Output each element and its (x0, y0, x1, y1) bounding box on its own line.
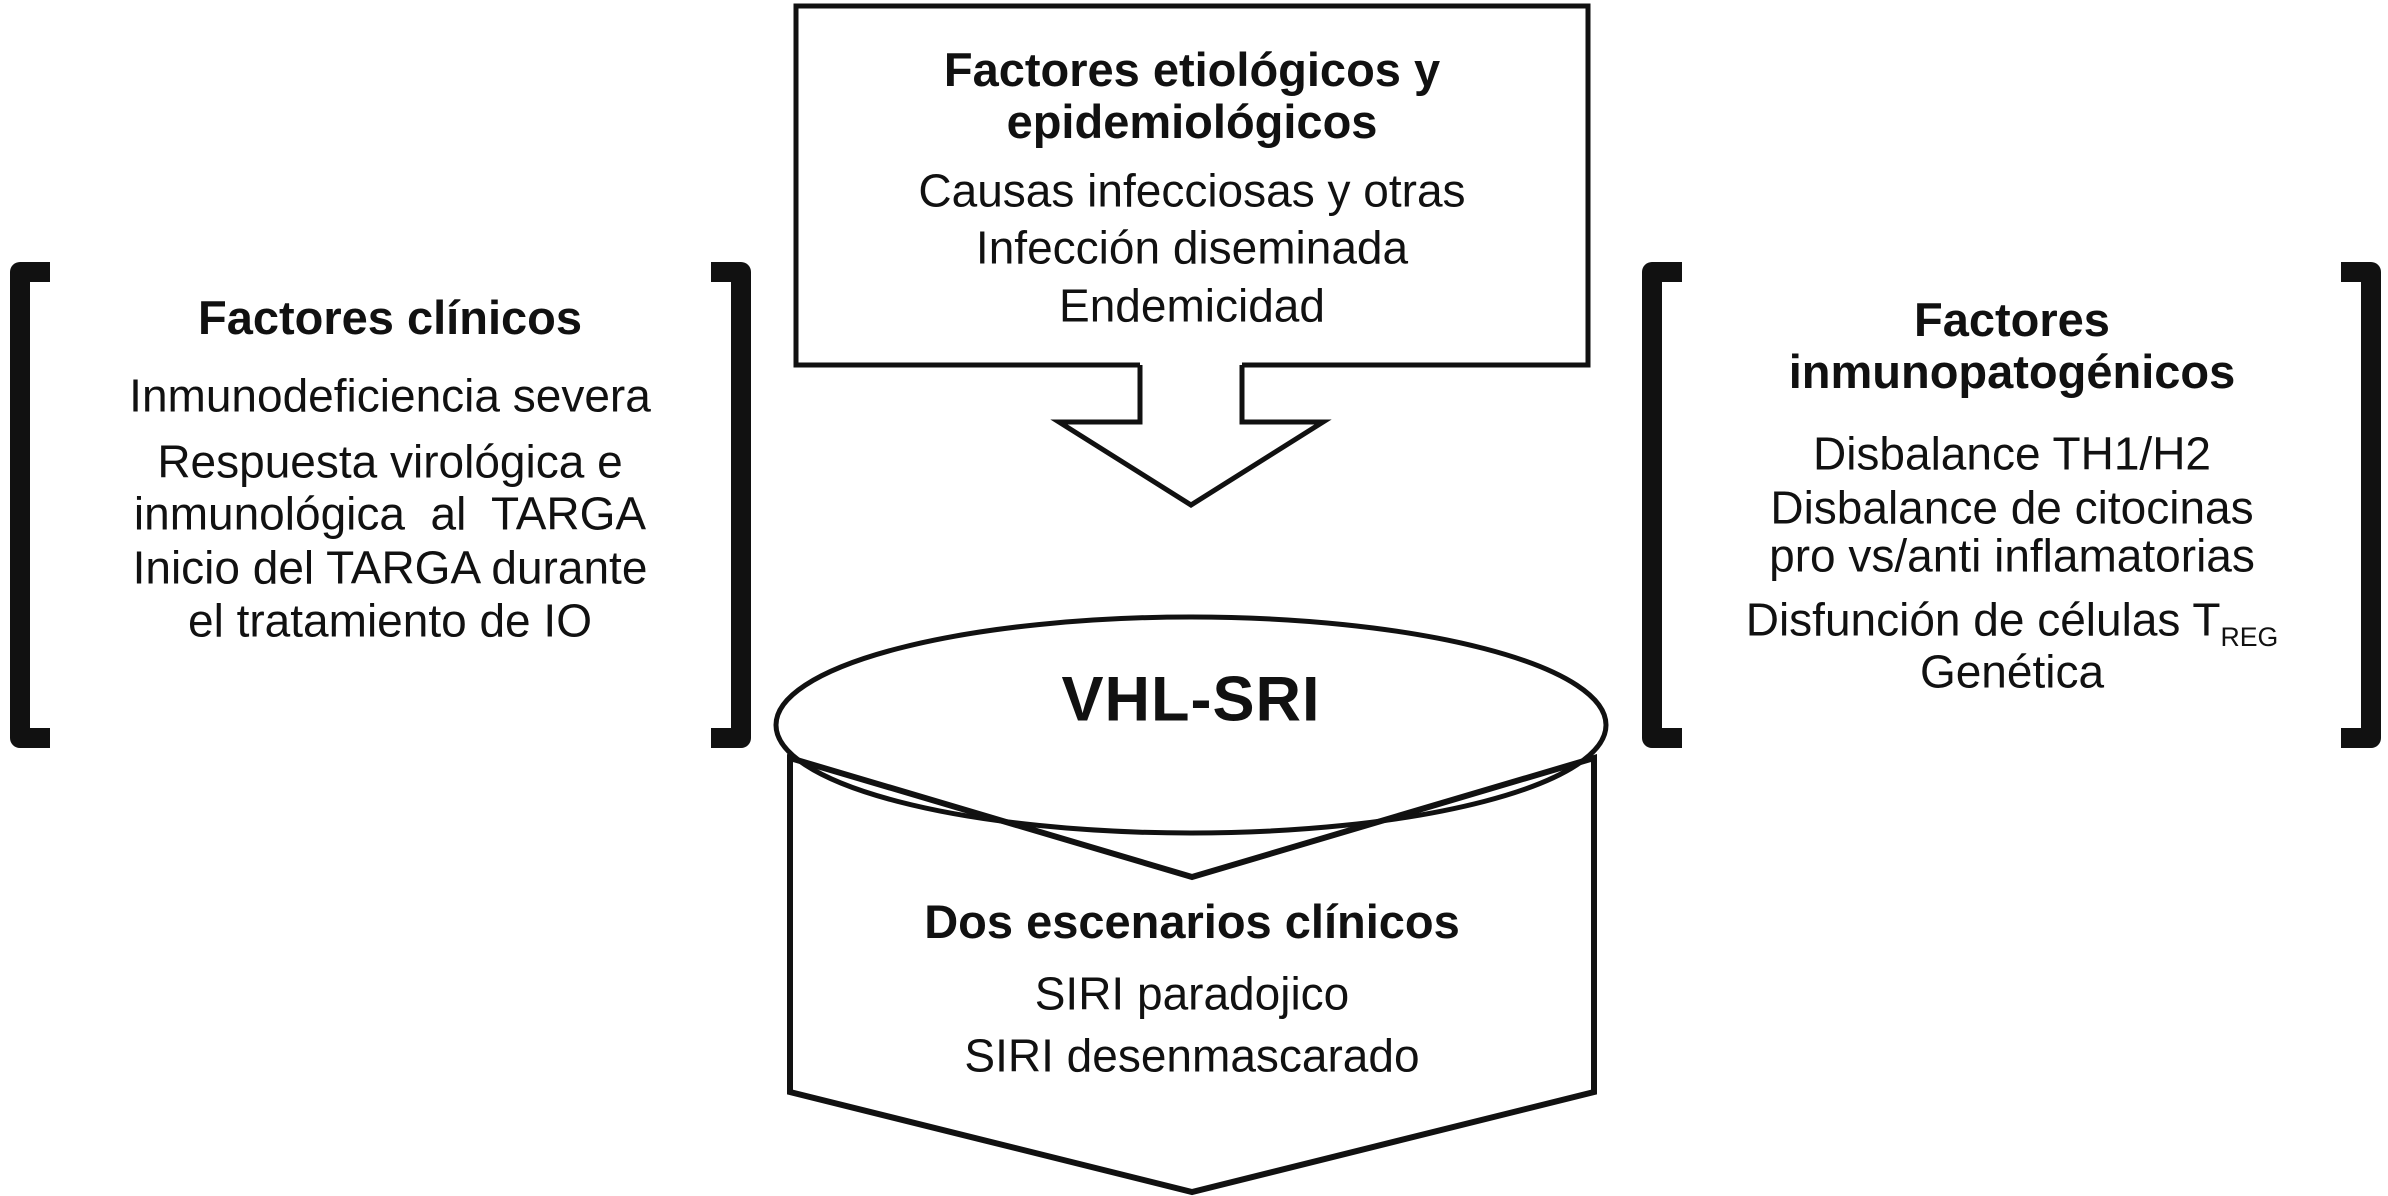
left-panel: Factores clínicos Inmunodeficiencia seve… (45, 0, 735, 760)
center-ellipse: VHL-SRI (776, 0, 1606, 840)
top-box-item: Causas infecciosas y otras (918, 164, 1466, 217)
top-box-item: Endemicidad (1059, 279, 1325, 332)
center-ellipse-label: VHL-SRI (1061, 664, 1321, 735)
left-panel-line: Respuesta virológica e (157, 435, 623, 488)
left-panel-line: Inmunodeficiencia severa (129, 369, 651, 422)
right-panel-line: Disbalance TH1/H2 (1812, 427, 2211, 480)
top-box-title-line1: Factores etiológicos y (943, 43, 1441, 97)
right-panel-title-line1: Factores (1914, 293, 2110, 347)
right-panel-line: Genética (1919, 645, 2105, 698)
top-box: Factores etiológicos y epidemiológicos C… (796, 0, 1588, 370)
top-box-shape (793, 3, 1591, 368)
down-arrow-icon (1050, 365, 1332, 508)
center-ellipse-shape (773, 614, 1609, 836)
left-panel-line: el tratamiento de IO (188, 594, 592, 647)
right-panel-title-line2: inmunopatogénicos (1788, 345, 2236, 399)
right-panel: Factores inmunopatogénicos Disbalance TH… (1667, 0, 2357, 760)
top-box-item: Infección diseminada (975, 221, 1409, 274)
bottom-banner-line: SIRI paradojico (1034, 967, 1350, 1020)
bottom-banner: Dos escenarios clínicos SIRI paradojico … (790, 0, 1594, 1196)
top-box-title-line2: epidemiológicos (1006, 95, 1378, 149)
bottom-banner-line: SIRI desenmascarado (964, 1029, 1420, 1082)
right-panel-line-treg: Disfunción de células TREG (1667, 593, 2357, 650)
left-panel-line: Inicio del TARGA durante (132, 541, 648, 594)
right-bracket-open-icon (1642, 262, 1682, 748)
right-panel-line: Disbalance de citocinas (1770, 481, 2254, 534)
left-bracket-close-icon (711, 262, 751, 748)
right-bracket-close-icon (2341, 262, 2381, 748)
left-bracket-open-icon (10, 262, 50, 748)
right-panel-line: pro vs/anti inflamatorias (1769, 529, 2255, 582)
bottom-banner-title: Dos escenarios clínicos (924, 895, 1460, 949)
treg-subscript: REG (2220, 621, 2279, 652)
bottom-banner-shape (787, 753, 1597, 1196)
left-panel-line: inmunológica al TARGA (133, 487, 647, 540)
left-panel-title: Factores clínicos (198, 291, 582, 345)
treg-line-prefix: Disfunción de células T (1745, 593, 2221, 646)
